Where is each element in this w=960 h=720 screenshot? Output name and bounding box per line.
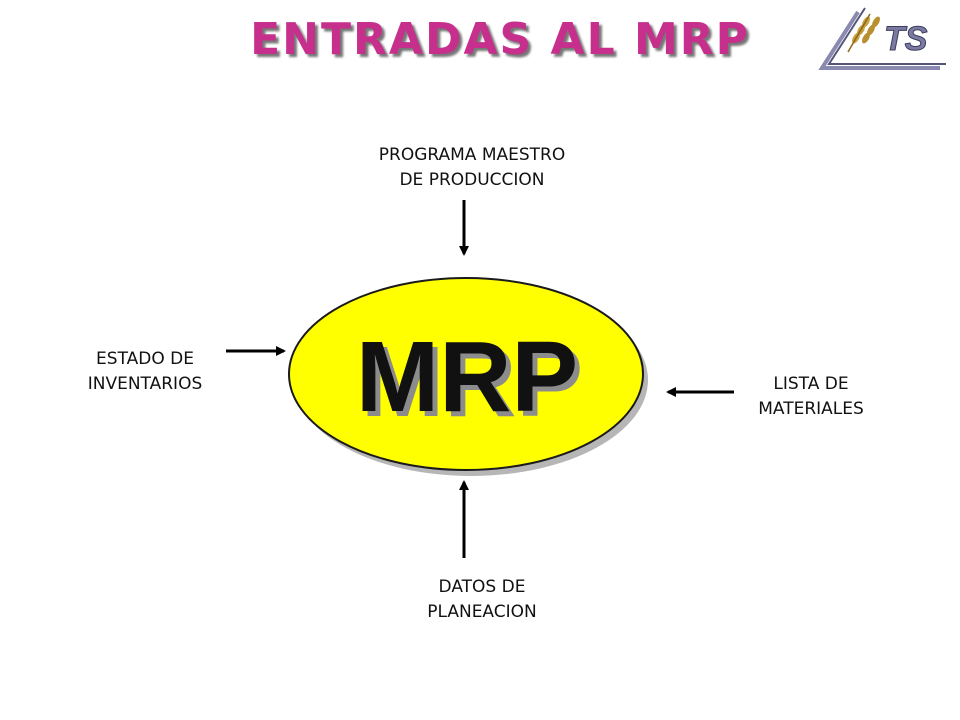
input-label-lista-materiales: LISTA DE MATERIALES bbox=[716, 372, 906, 422]
mrp-center-label-shadow: MRP bbox=[361, 326, 583, 438]
page-title: ENTRADAS AL MRP bbox=[250, 14, 750, 65]
mrp-center-label: MRP bbox=[356, 321, 578, 433]
input-label-line: LISTA DE bbox=[773, 374, 849, 394]
input-label-line: INVENTARIOS bbox=[87, 374, 203, 394]
input-label-line: MATERIALES bbox=[758, 399, 864, 419]
wheat-icon bbox=[847, 13, 880, 53]
logo-frame-line bbox=[818, 10, 940, 70]
input-label-line: DE PRODUCCION bbox=[399, 170, 545, 190]
mrp-ellipse bbox=[288, 277, 644, 471]
company-logo: TS bbox=[818, 7, 946, 70]
input-label-line: PROGRAMA MAESTRO bbox=[378, 145, 566, 165]
input-label-programa-maestro: PROGRAMA MAESTRO DE PRODUCCION bbox=[332, 143, 612, 193]
logo-text: TS bbox=[884, 20, 928, 58]
input-label-line: DATOS DE bbox=[438, 577, 526, 597]
input-label-estado-inventarios: ESTADO DE INVENTARIOS bbox=[50, 347, 240, 397]
input-label-datos-planeacion: DATOS DE PLANEACION bbox=[372, 575, 592, 625]
input-label-line: ESTADO DE bbox=[96, 349, 194, 369]
input-label-line: PLANEACION bbox=[427, 602, 537, 622]
logo-frame-line-inner bbox=[827, 7, 946, 65]
